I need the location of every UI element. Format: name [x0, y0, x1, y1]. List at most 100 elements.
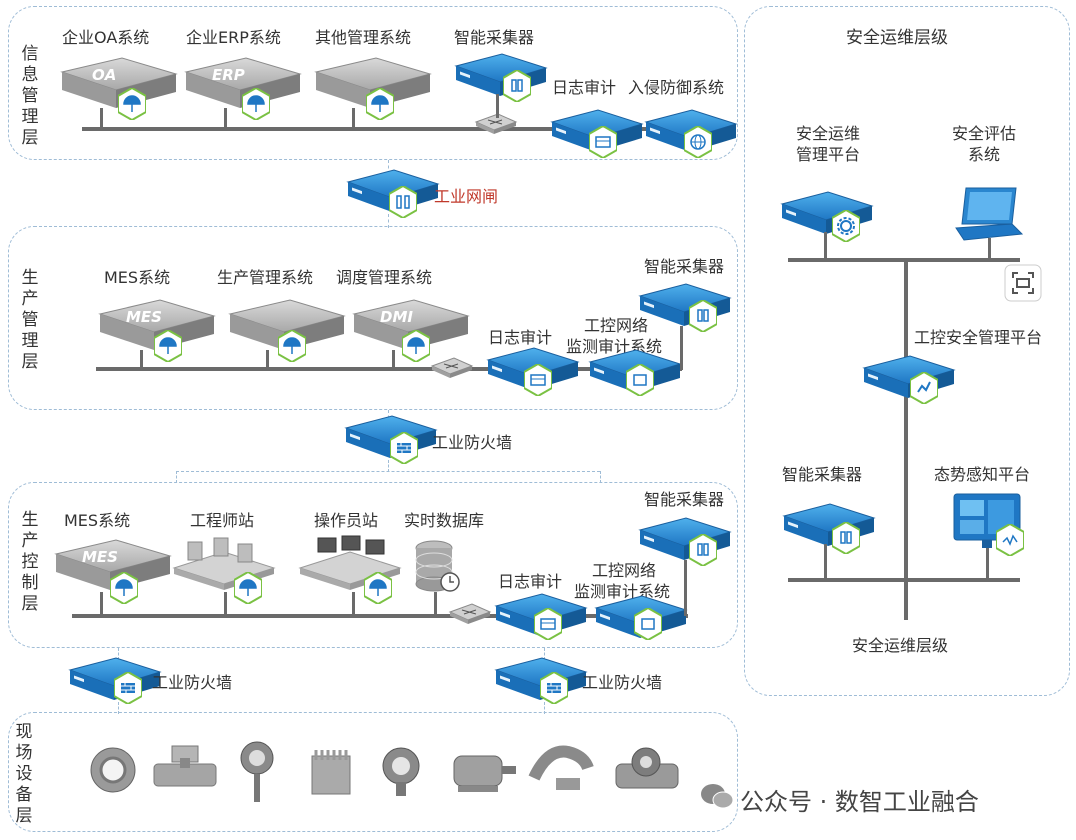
- info-collector-label: 智能采集器: [454, 28, 535, 47]
- collector-icon: [502, 69, 532, 106]
- field-device-sensor: [234, 736, 280, 806]
- left-fw-link-bottom: [118, 702, 119, 714]
- engineer-drop: [224, 592, 227, 616]
- ics-platform-label: 工控安全管理平台: [914, 328, 1043, 347]
- prod-ctrl-zone: [8, 482, 738, 648]
- ips-label: 入侵防御系统: [628, 78, 725, 97]
- operator-label: 操作员站: [314, 511, 379, 530]
- prod-ctrl-bus: [72, 614, 688, 618]
- ctrl-collector-drop: [684, 560, 687, 616]
- platform-icon: [909, 371, 939, 408]
- ctrl-mes-box-text: MES: [82, 548, 118, 566]
- prod-mgmt-bus: [96, 367, 682, 371]
- ops-collector-device: [783, 503, 876, 548]
- info-layer-zone: [8, 6, 738, 160]
- field-device-motor: [448, 746, 520, 798]
- mes-server: MES: [99, 299, 220, 370]
- prod-monitor-label-1: 工控网络: [584, 316, 649, 335]
- field-device-controller: [306, 746, 356, 798]
- collector-icon: [831, 521, 861, 558]
- prod-switch: [431, 357, 474, 380]
- ops-mgmt-device: [781, 191, 874, 236]
- umbrella-icon: [117, 87, 147, 124]
- info-layer-title: 信息管理层: [21, 44, 39, 148]
- gateway-icon: [388, 185, 418, 222]
- prod-collector: [639, 283, 732, 328]
- firewall-icon: [113, 671, 143, 708]
- field-device-flowmeter: [88, 740, 138, 800]
- field-device-transmitter: [376, 740, 426, 800]
- ops-mgmt-label-2: 管理平台: [796, 145, 861, 164]
- prod-sys-drop: [266, 350, 269, 368]
- umbrella-icon: [153, 329, 183, 366]
- firewall-icon: [389, 431, 419, 468]
- mes-label: MES系统: [104, 268, 171, 287]
- security-ops-zone: [744, 6, 1070, 696]
- monitor-icon: [625, 363, 655, 400]
- other-drop: [352, 108, 355, 128]
- info-log-audit-label: 日志审计: [552, 78, 617, 97]
- situation-label: 态势感知平台: [934, 465, 1031, 484]
- watermark-text: 公众号 · 数智工业融合: [740, 788, 979, 816]
- umbrella-icon: [401, 329, 431, 366]
- ctrl-log-audit-label: 日志审计: [498, 572, 563, 591]
- ctrl-monitor-label-1: 工控网络: [592, 561, 657, 580]
- situation-drop: [986, 548, 989, 580]
- field-layer-title: 现场设备层: [15, 722, 33, 826]
- security-ops-title: 安全运维层级: [846, 28, 948, 48]
- ctrl-collector: [639, 517, 732, 562]
- mid-fw-link-bottom: [388, 460, 389, 472]
- log-audit-icon: [523, 363, 553, 400]
- oa-server: OA: [61, 57, 182, 128]
- collector-drop: [496, 94, 499, 118]
- rtdb-cylinder: [414, 540, 460, 596]
- info-collector: [455, 53, 548, 98]
- globe-icon: [683, 125, 713, 162]
- ops-collector-drop: [824, 544, 827, 580]
- ctrl-collector-label: 智能采集器: [644, 490, 725, 509]
- right-firewall-label: 工业防火墙: [582, 673, 663, 692]
- mes-box-text: MES: [126, 308, 162, 326]
- left-firewall-label: 工业防火墙: [152, 673, 233, 692]
- oa-box-text: OA: [92, 66, 117, 84]
- ctrl-mes-server: MES: [55, 539, 176, 610]
- log-audit-icon: [588, 125, 618, 162]
- prod-log-audit-label: 日志审计: [488, 328, 553, 347]
- info-bus-line: [82, 127, 712, 131]
- prod-collector-label: 智能采集器: [644, 257, 725, 276]
- mid-firewall-label: 工业防火墙: [432, 433, 513, 452]
- laptop-drop: [988, 238, 991, 260]
- mid-fw-right-leg: [600, 471, 601, 483]
- operator-drop: [352, 592, 355, 616]
- firewall-icon: [539, 671, 569, 708]
- dispatch-label: 调度管理系统: [336, 268, 433, 287]
- right-fw-link-top: [544, 648, 545, 660]
- dmi-server: DMI: [353, 299, 474, 370]
- log-audit-icon: [533, 607, 563, 644]
- prod-sys-label: 生产管理系统: [217, 268, 314, 287]
- gateway-link-bottom: [388, 214, 389, 228]
- collector-icon: [688, 299, 718, 336]
- gear-icon: [831, 209, 861, 246]
- collector-icon: [688, 533, 718, 570]
- umbrella-icon: [241, 87, 271, 124]
- ctrl-mes-label: MES系统: [64, 511, 131, 530]
- chart-icon: [995, 523, 1025, 560]
- engineer-label: 工程师站: [190, 511, 255, 530]
- ops-mgmt-drop: [824, 232, 827, 260]
- oa-drop: [100, 108, 103, 128]
- monitor-icon: [633, 607, 663, 644]
- mes-drop: [140, 350, 143, 368]
- assess-label-2: 系统: [968, 145, 1001, 164]
- field-device-clamp: [528, 738, 594, 798]
- right-fw-link-bottom: [544, 702, 545, 714]
- gateway-link-top: [388, 160, 389, 174]
- mid-fw-split: [176, 471, 600, 472]
- erp-label: 企业ERP系统: [186, 28, 281, 47]
- dmi-drop: [392, 350, 395, 368]
- security-ops-bottom-label: 安全运维层级: [852, 636, 949, 655]
- ctrl-monitor-label-2: 监测审计系统: [574, 582, 671, 601]
- ops-trunk: [904, 258, 908, 620]
- erp-drop: [224, 108, 227, 128]
- field-layer-zone: [8, 712, 738, 832]
